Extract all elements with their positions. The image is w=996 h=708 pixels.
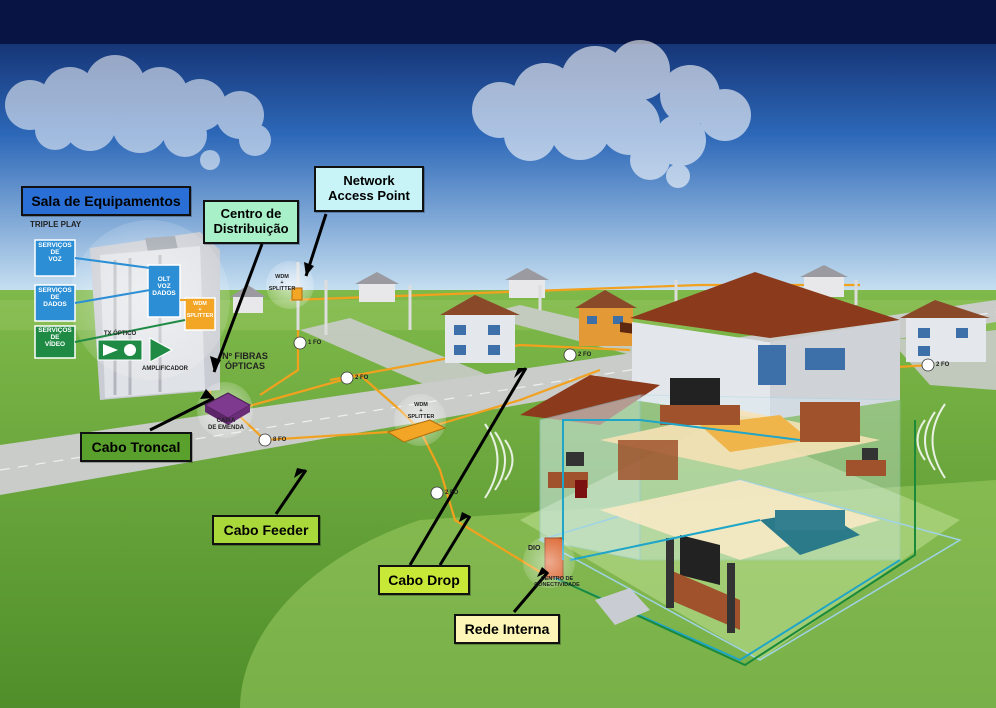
fo-label-2d: 2 FO bbox=[936, 362, 950, 368]
cloud-right bbox=[472, 40, 751, 188]
fiber-markers bbox=[258, 336, 935, 500]
callout-rede-interna: Rede Interna bbox=[454, 614, 560, 644]
main-house bbox=[520, 272, 962, 667]
arrowheads bbox=[200, 262, 548, 577]
dio-label: DIO bbox=[528, 545, 541, 552]
connectivity-glow bbox=[523, 536, 575, 588]
tx-fiber-icon bbox=[124, 344, 136, 356]
side-road bbox=[300, 318, 500, 400]
wifi-waves bbox=[484, 403, 946, 499]
background-houses bbox=[230, 265, 990, 363]
wdm-splitter-room-label: WDM+SPLITTER bbox=[186, 301, 214, 319]
nap-device-icon bbox=[291, 287, 303, 301]
mid-splitter-label: WDM+SPLITTER bbox=[407, 402, 435, 421]
fo-label-8: 8 FO bbox=[273, 437, 287, 443]
wdm-splitter-room-box bbox=[184, 297, 216, 331]
fo-label-2a: 2 FO bbox=[355, 375, 369, 381]
tx-optico-label: TX ÓPTICO bbox=[103, 331, 137, 337]
cloud-left bbox=[5, 55, 271, 170]
amplifier-icon bbox=[149, 337, 174, 363]
mid-splitter-icon bbox=[386, 419, 447, 443]
callout-cabo-drop: Cabo Drop bbox=[378, 565, 470, 595]
fo-label-2c: 2 FO bbox=[578, 352, 592, 358]
triple-play-label: TRIPLE PLAY bbox=[30, 220, 82, 229]
amplificador-label: AMPLIFICADOR bbox=[142, 366, 188, 372]
nap-splitter-label: WDM+SPLITTER bbox=[268, 274, 296, 293]
callout-arrows bbox=[149, 213, 550, 613]
voice-service-box bbox=[34, 239, 76, 277]
callout-cabo-feeder: Cabo Feeder bbox=[212, 515, 320, 545]
callout-cabo-troncal: Cabo Troncal bbox=[80, 432, 192, 462]
fo-label-1: 1 FO bbox=[308, 340, 322, 346]
callout-sala-equipamentos: Sala de Equipamentos bbox=[21, 186, 191, 216]
tx-arrow-icon bbox=[103, 344, 118, 356]
data-service-box bbox=[34, 284, 76, 322]
sky-top-band bbox=[0, 0, 996, 44]
fo-label-2b: 2 FO bbox=[445, 490, 459, 496]
